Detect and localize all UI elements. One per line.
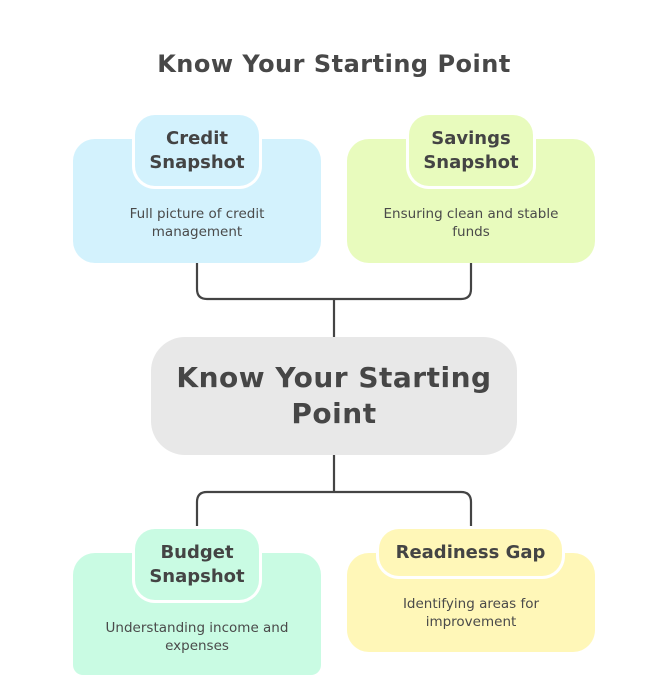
savings-snapshot-description: Ensuring clean and stable funds (383, 206, 559, 240)
center-node: Know Your Starting Point (151, 337, 517, 455)
credit-snapshot-description: Full picture of credit management (129, 206, 265, 240)
readiness-gap-title: Readiness Gap (379, 529, 562, 576)
readiness-gap-description: Identifying areas for improvement (402, 596, 540, 630)
savings-snapshot-title: Savings Snapshot (409, 115, 533, 186)
diagram-title: Know Your Starting Point (157, 50, 511, 78)
credit-snapshot-title: Credit Snapshot (135, 115, 259, 186)
budget-snapshot-description: Understanding income and expenses (105, 620, 289, 654)
budget-snapshot-title: Budget Snapshot (135, 529, 259, 600)
